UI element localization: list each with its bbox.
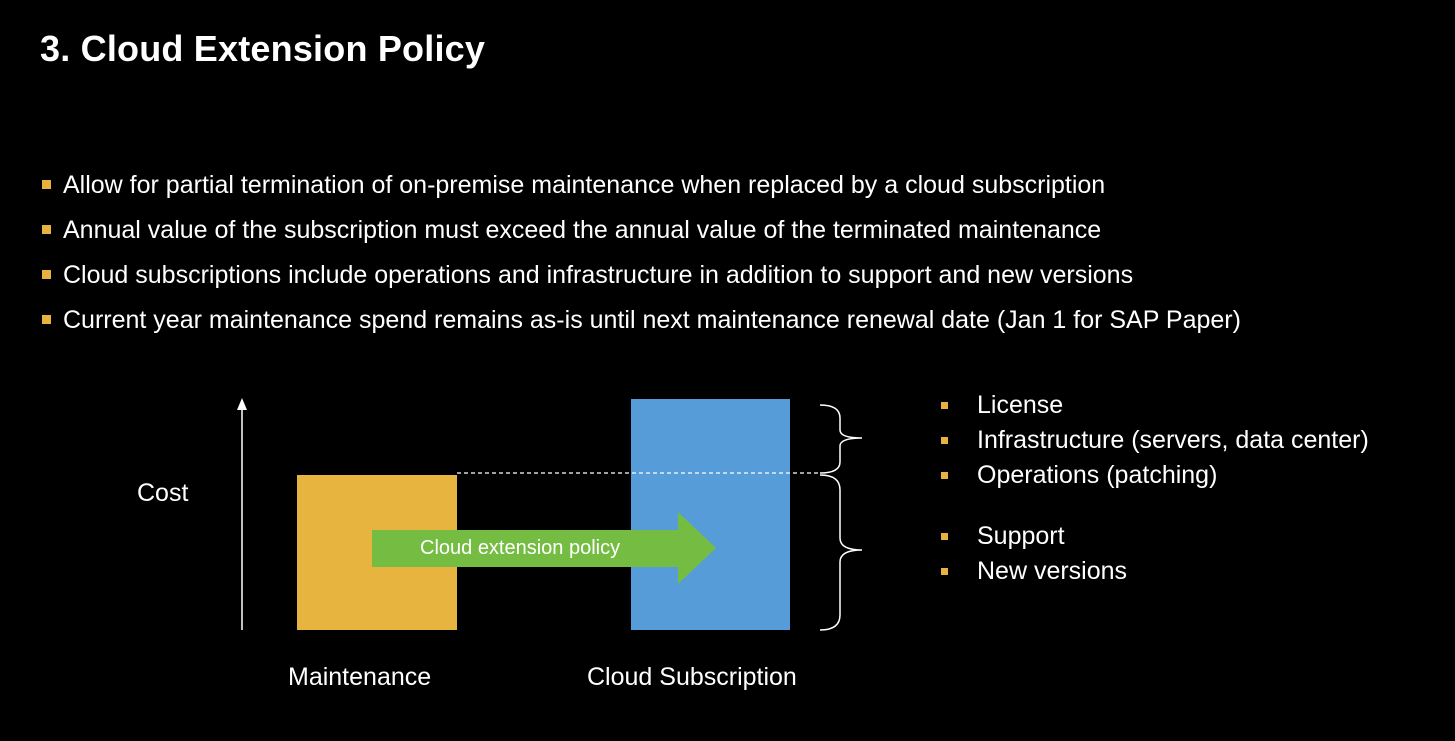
bullet-square-icon <box>941 533 948 540</box>
list-item: Support <box>940 521 1127 551</box>
bullet-text: Annual value of the subscription must ex… <box>63 216 1102 244</box>
bullet-text: Allow for partial termination of on-prem… <box>63 171 1106 199</box>
upper-brace-icon <box>819 404 863 474</box>
list-item: New versions <box>940 556 1127 586</box>
list-item: License <box>940 390 1369 420</box>
bullet-square-icon <box>42 225 51 234</box>
bullet-list: Allow for partial termination of on-prem… <box>40 170 1241 350</box>
y-axis-label: Cost <box>137 479 189 507</box>
slide-title: 3. Cloud Extension Policy <box>40 28 486 69</box>
cloud-extension-arrow-icon <box>372 512 716 584</box>
bullet-square-icon <box>941 437 948 444</box>
bullet-text: Current year maintenance spend remains a… <box>63 306 1241 334</box>
arrow-label: Cloud extension policy <box>420 537 621 559</box>
bullet-square-icon <box>941 402 948 409</box>
bullet-square-icon <box>42 270 51 279</box>
list-item: Operations (patching) <box>940 460 1369 490</box>
bullet-text: Cloud subscriptions include operations a… <box>63 261 1134 289</box>
bullet-square-icon <box>941 568 948 575</box>
upper-brace-list: License Infrastructure (servers, data ce… <box>940 390 1369 495</box>
bullet-item: Allow for partial termination of on-prem… <box>40 170 1241 200</box>
bullet-square-icon <box>42 180 51 189</box>
lower-brace-icon <box>819 474 863 631</box>
list-item-text: Infrastructure (servers, data center) <box>977 426 1369 454</box>
maintenance-label: Maintenance <box>288 663 432 691</box>
bullet-item: Current year maintenance spend remains a… <box>40 305 1241 335</box>
list-item: Infrastructure (servers, data center) <box>940 425 1369 455</box>
lower-brace-list: Support New versions <box>940 521 1127 591</box>
list-item-text: Operations (patching) <box>977 461 1218 489</box>
cloud-subscription-label: Cloud Subscription <box>587 663 797 691</box>
bullet-item: Annual value of the subscription must ex… <box>40 215 1241 245</box>
axis-arrowhead-icon <box>237 398 247 410</box>
bullet-square-icon <box>42 315 51 324</box>
bullet-square-icon <box>941 472 948 479</box>
bullet-item: Cloud subscriptions include operations a… <box>40 260 1241 290</box>
list-item-text: License <box>977 391 1064 419</box>
list-item-text: Support <box>977 522 1065 550</box>
list-item-text: New versions <box>977 557 1128 585</box>
cloud-subscription-box <box>631 399 790 630</box>
